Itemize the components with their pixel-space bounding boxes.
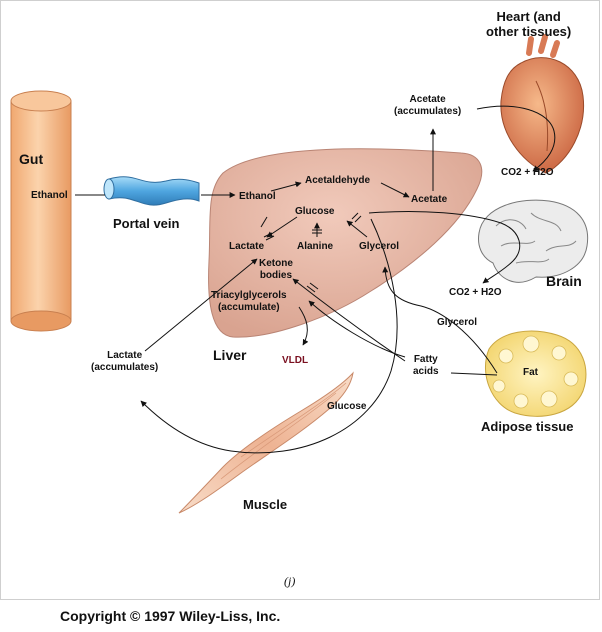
portal-vein-organ [103,176,200,206]
lactate-liver-label: Lactate [229,241,265,252]
fat-label: Fat [523,367,538,378]
acetate-liver-label: Acetate [411,194,448,205]
fat-organ [485,330,587,417]
pathway-arrows [75,105,556,454]
arrow-ethanol-to-acetaldehyde [270,181,302,192]
arrow-acetate-to-heart [476,105,556,172]
panel-letter: (j) [284,574,296,588]
arrow-glucose-to-lactate [266,216,298,238]
arrow-lactate-accum-to-liver [144,258,258,352]
brain-label: Brain [546,273,582,289]
arrow-triacyl-to-vldl [298,306,309,346]
ethanol-liver-label: Ethanol [239,191,276,202]
co2-h2o-heart-label: CO2 + H2O [501,167,554,178]
liver-label: Liver [213,347,247,363]
glucose-muscle-label: Glucose [327,401,367,412]
copyright-notice: Copyright © 1997 Wiley-Liss, Inc. [60,608,281,624]
arrow-glucose-to-lactate-accum [140,218,398,454]
lactate-accumulates-label: Lactate (accumulates) [91,350,159,373]
ethanol-gut-label: Ethanol [31,190,68,201]
arrow-fat-to-glycerol [382,266,498,374]
glucose-liver-label: Glucose [295,206,335,217]
gut-organ [10,90,72,332]
acetate-accumulates-label: Acetate (accumulates) [394,94,462,117]
gut-label: Gut [19,151,44,167]
acetaldehyde-label: Acetaldehyde [305,175,371,186]
arrow-acetaldehyde-to-acetate [380,182,410,198]
diagram-artwork [10,34,589,514]
inhibition-marks [263,212,362,293]
liver-organ [208,148,483,338]
co2-h2o-brain-label: CO2 + H2O [449,287,502,298]
heart-label: Heart (and other tissues) [486,9,572,39]
glycerol-liver-label: Glycerol [359,241,400,252]
adipose-tissue-label: Adipose tissue [481,419,574,434]
muscle-label: Muscle [243,497,288,512]
vldl-label: VLDL [282,355,309,366]
metabolism-diagram: Gut Ethanol Portal vein Ethanol Acetalde… [0,0,600,600]
fatty-acids-label: Fatty acids [413,354,439,377]
brain-organ [478,199,589,283]
triacylglycerols-label: Triacylglycerols (accumulate) [211,290,287,313]
heart-organ [500,34,585,174]
arrow-glucose-to-brain [368,210,521,284]
glycerol-adipose-label: Glycerol [437,317,478,328]
ketone-bodies-label: Ketone bodies [259,258,293,281]
portal-vein-label: Portal vein [113,216,180,231]
arrow-fatty-acids-to-ketone [292,278,406,362]
muscle-organ [178,371,354,514]
arrow-lactate-tick [260,216,268,228]
arrow-glycerol-to-glucose [346,220,368,238]
arrow-fat-to-fatty-acids [450,372,498,376]
alanine-label: Alanine [297,241,334,252]
